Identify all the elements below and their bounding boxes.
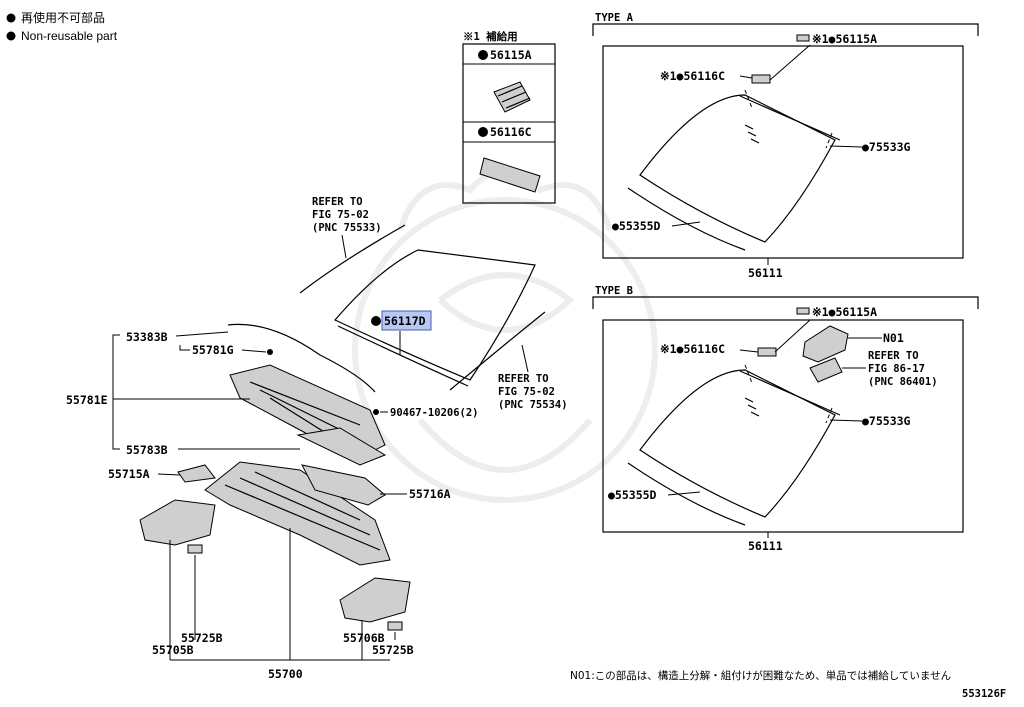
type-b-panel: TYPE B ※1●56115A ※1●56116C N01 REFER TO … [592, 285, 979, 553]
part-55715A[interactable]: 55715A [108, 467, 150, 481]
figure-id: 553126F [962, 688, 1006, 700]
part-55700[interactable]: 55700 [268, 667, 303, 681]
windshield-a [639, 94, 836, 243]
type-b-55355D[interactable]: ●55355D [608, 488, 657, 502]
legend-en: Non-reusable part [21, 29, 118, 43]
supply-part-56116C[interactable]: 56116C [490, 125, 532, 139]
windshield-b [639, 369, 836, 518]
dash-panel [204, 461, 391, 566]
pad-icon [479, 157, 541, 193]
part-56117D[interactable]: 56117D [384, 314, 426, 328]
type-a-panel: TYPE A ※1●56115A ※1●56116C ●75533G ●5535… [592, 12, 979, 280]
part-55725B-right[interactable]: 55725B [372, 643, 414, 657]
main-assembly: REFER TO FIG 75-02 (PNC 75533) REFER TO … [66, 196, 568, 681]
part-55725B-left[interactable]: 55725B [181, 631, 223, 645]
legend-bullet-icon [6, 31, 16, 41]
type-a-75533G[interactable]: ●75533G [862, 140, 911, 154]
refer-right-1: REFER TO [498, 373, 549, 385]
footnote: N01:この部品は、構造上分解・組付けが困難なため、単品では補給していません [570, 669, 951, 682]
type-a-56116C[interactable]: ※1●56116C [660, 69, 725, 83]
supply-box: ※1 補給用 56115A 56116C [462, 30, 556, 204]
type-b-title: TYPE B [595, 285, 633, 297]
part-55783B[interactable]: 55783B [126, 443, 168, 457]
clip-icon [493, 81, 531, 113]
type-a-56111[interactable]: 56111 [748, 266, 783, 280]
type-b-refer-2[interactable]: FIG 86-17 [868, 363, 925, 375]
refer-top-2[interactable]: FIG 75-02 [312, 209, 369, 221]
part-55715A-shape [177, 464, 216, 483]
type-b-56111[interactable]: 56111 [748, 539, 783, 553]
sensor-bracket [802, 325, 849, 363]
part-55716A[interactable]: 55716A [409, 487, 451, 501]
refer-top-3: (PNC 75533) [312, 222, 382, 234]
type-b-56115A[interactable]: ※1●56115A [812, 305, 877, 319]
part-55781G[interactable]: 55781G [192, 343, 234, 357]
type-b-refer-3: (PNC 86401) [868, 376, 938, 388]
supply-part-56115A[interactable]: 56115A [490, 48, 532, 62]
type-a-56115A[interactable]: ※1●56115A [812, 32, 877, 46]
part-55716A-shape [301, 464, 386, 506]
right-bracket [339, 577, 411, 623]
type-b-56116C[interactable]: ※1●56116C [660, 342, 725, 356]
refer-right-3: (PNC 75534) [498, 399, 568, 411]
left-bracket [139, 499, 216, 546]
side-molding-left [299, 224, 406, 294]
legend-jp: 再使用不可部品 [21, 10, 105, 25]
type-b-75533G[interactable]: ●75533G [862, 414, 911, 428]
type-b-refer-1: REFER TO [868, 350, 919, 362]
part-53383B[interactable]: 53383B [126, 330, 168, 344]
type-a-title: TYPE A [595, 12, 634, 24]
refer-top-1: REFER TO [312, 196, 363, 208]
cowl-weatherstrip [227, 323, 376, 393]
part-55705B[interactable]: 55705B [152, 643, 194, 657]
side-molding-right [449, 311, 546, 391]
cowl-extension [296, 427, 387, 466]
refer-right-2[interactable]: FIG 75-02 [498, 386, 555, 398]
supply-box-title: ※1 補給用 [463, 30, 518, 43]
part-90467[interactable]: 90467-10206(2) [390, 407, 479, 419]
part-56117D-highlight[interactable] [381, 310, 432, 331]
windshield-main [334, 249, 536, 381]
legend-bullet-icon [6, 13, 16, 23]
part-55706B[interactable]: 55706B [343, 631, 385, 645]
type-a-55355D[interactable]: ●55355D [612, 219, 661, 233]
type-b-N01[interactable]: N01 [883, 331, 904, 345]
part-55781E[interactable]: 55781E [66, 393, 108, 407]
